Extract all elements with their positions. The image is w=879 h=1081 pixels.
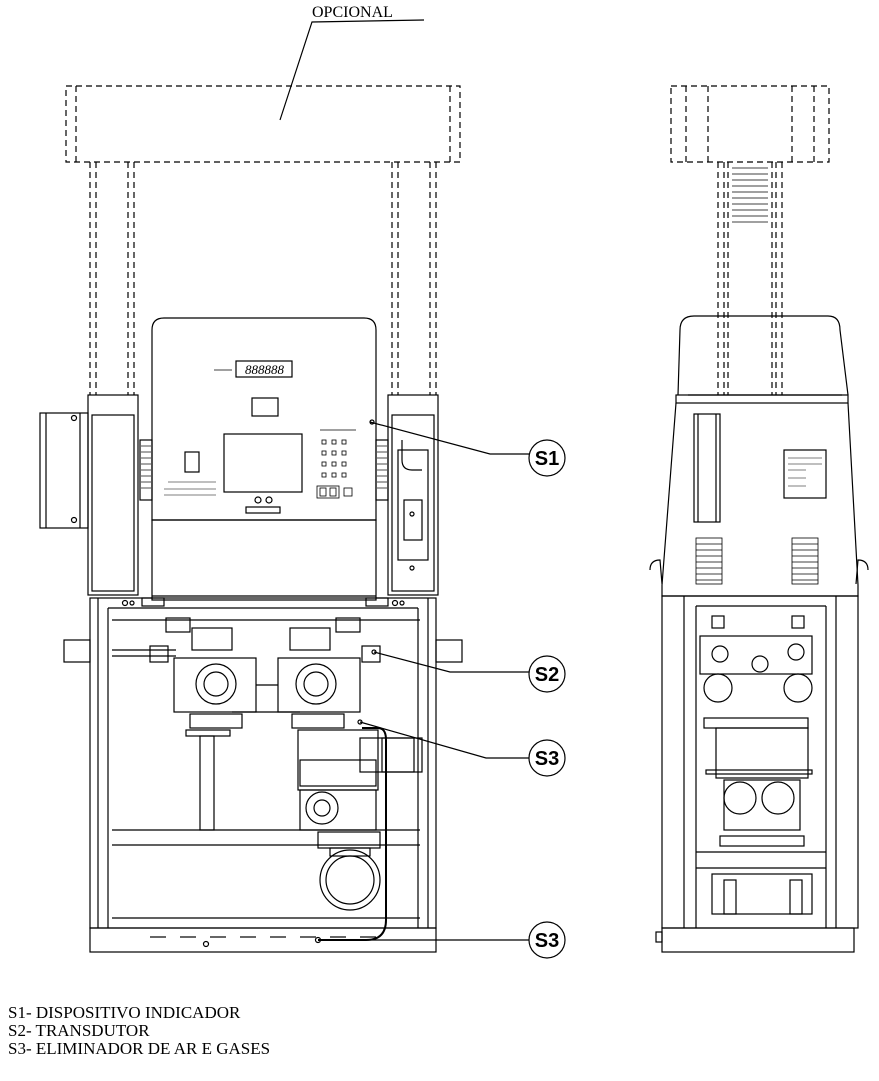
digital-display: 888888: [214, 360, 293, 378]
callout-s3-lower: S3: [318, 921, 566, 959]
callout-s1: S1: [369, 419, 566, 477]
callout-s1-label: S1: [535, 448, 559, 470]
card-reader-slot: [251, 397, 279, 417]
legend-item-s3: S3- ELIMINADOR DE AR E GASES: [8, 1039, 271, 1058]
callout-s3-lower-label: S3: [535, 930, 559, 952]
brand-logo-plate: [245, 506, 281, 514]
optional-canopy-side: [670, 85, 830, 395]
vertical-pipe: [199, 735, 215, 831]
lower-frame-front: [89, 597, 437, 929]
display-digits: 888888: [245, 362, 285, 377]
meter-left: [149, 617, 257, 737]
legend-item-s1: S1- DISPOSITIVO INDICADOR: [8, 1003, 241, 1022]
side-info-plate-lines: [788, 457, 822, 487]
callout-s3-upper: S3: [357, 719, 566, 777]
main-screen: [223, 433, 303, 493]
dispenser-head-side: [675, 315, 849, 404]
left-column: [87, 394, 139, 596]
optional-canopy-front: [65, 85, 461, 395]
printer-text-lines: [164, 481, 216, 496]
callout-s3-upper-label: S3: [535, 748, 559, 770]
dispenser-head-front: [139, 317, 389, 601]
right-nozzle-holster: [397, 440, 429, 571]
callout-s2: S2: [371, 649, 566, 693]
optional-leader-line: [279, 19, 425, 121]
motor: [319, 847, 381, 911]
canopy-side-vents: [732, 167, 768, 223]
nozzle-button-1: [254, 496, 262, 504]
keypad: [316, 429, 356, 499]
right-column: [387, 394, 439, 596]
optional-label: OPCIONAL: [312, 4, 393, 21]
callout-s2-label: S2: [535, 664, 559, 686]
status-indicator: [184, 451, 200, 473]
side-lower-frame: [661, 595, 859, 929]
left-hose-box: [39, 412, 89, 529]
legend: S1- DISPOSITIVO INDICADOR S2- TRANSDUTOR…: [8, 1004, 270, 1058]
side-body-upper: [649, 402, 869, 597]
inlet-pipes: [63, 639, 463, 663]
nozzle-button-2: [265, 496, 273, 504]
side-vent-grills: [695, 537, 819, 585]
side-base-plinth: [661, 927, 855, 953]
legend-item-s2: S2- TRANSDUTOR: [8, 1021, 150, 1040]
